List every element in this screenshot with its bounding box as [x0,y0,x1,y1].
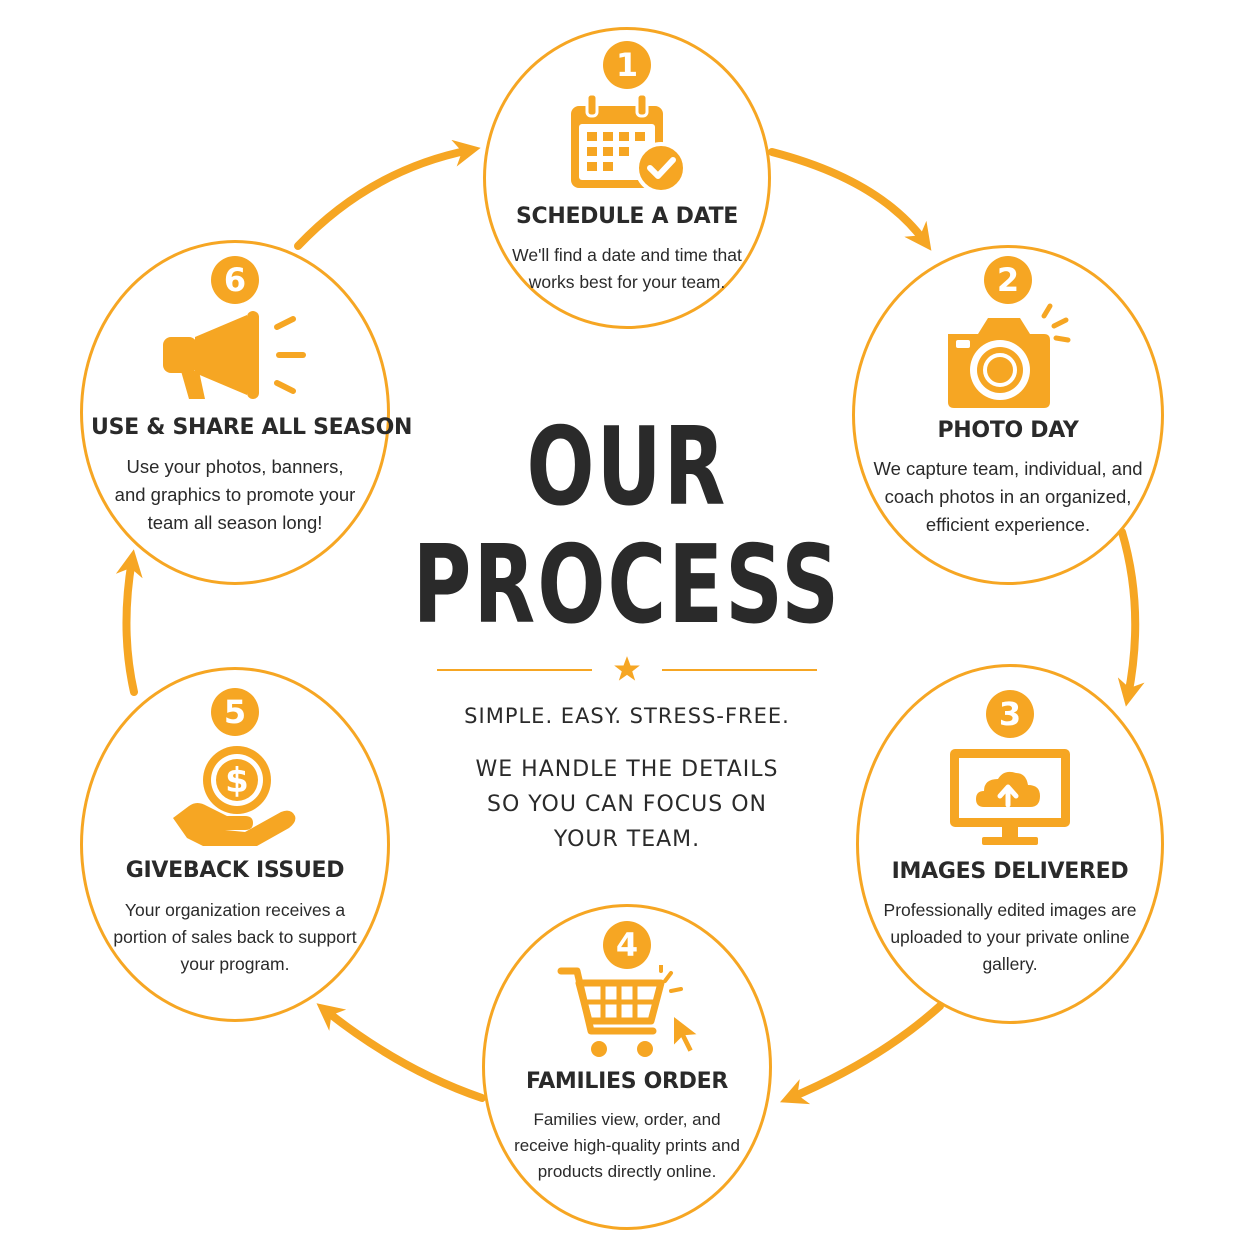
tagline: SIMPLE. EASY. STRESS-FREE. [464,704,790,728]
step-title: GIVEBACK ISSUED [125,858,345,883]
megaphone-icon [163,311,306,399]
camera-icon [948,303,1071,408]
step-title: FAMILIES ORDER [525,1069,729,1094]
title-divider [437,655,817,685]
step-description: We capture team, individual, and coach p… [873,458,1143,535]
svg-text:$: $ [225,761,249,801]
step-3-images-delivered: 3 IMAGES DELIVERED Professionally edited… [856,664,1164,1024]
step-title: IMAGES DELIVERED [891,859,1129,884]
divider-line-right [662,669,817,671]
step-5-giveback-issued: 5 $ GIVEBACK ISSUED Your organization re… [80,667,390,1022]
hand-coin-icon: $ [173,746,296,846]
arrow-6-to-1 [294,139,481,250]
shopping-cart-icon [557,965,702,1057]
step-6-use-and-share-all-season: 6 USE & SHARE ALL SEASON Use your photos… [80,240,413,585]
step-description: We'll find a date and time that works be… [512,245,742,292]
step-description: Professionally edited images are uploade… [883,900,1137,974]
step-description: Use your photos, banners, and graphics t… [114,456,356,533]
title-line-1: OUR [526,405,728,530]
subtagline: WE HANDLE THE DETAILS SO YOU CAN FOCUS O… [475,757,779,852]
step-number-badge: 3 [986,690,1034,738]
arrow-2-to-3 [1117,528,1145,707]
cloud-upload-monitor-icon [950,749,1070,845]
step-description: Your organization receives a portion of … [113,900,357,974]
arrow-4-to-5 [316,1003,486,1102]
divider-line-left [437,669,592,671]
step-1-schedule-a-date: 1 SCHEDULE A DATE We'll find a date and … [483,27,771,329]
star-icon [614,656,640,681]
arrow-3-to-4 [779,1002,944,1105]
title-line-2: PROCESS [412,523,842,648]
step-description: Families view, order, and receive high-q… [514,1110,740,1181]
step-number-badge: 6 [211,256,259,304]
step-2-photo-day: 2 PHOTO DAY We capture team, individual,… [852,245,1164,585]
step-title: SCHEDULE A DATE [515,204,739,229]
step-4-families-order: 4 FAMILIES ORDER Families view, order, a… [482,904,772,1230]
step-number-badge: 2 [984,256,1032,304]
step-number-badge: 1 [603,41,651,89]
step-title: USE & SHARE ALL SEASON [91,415,413,440]
calendar-check-icon [571,92,687,194]
step-number-badge: 5 [211,688,259,736]
arrow-1-to-2 [768,148,932,251]
step-number-badge: 4 [603,921,651,969]
step-title: PHOTO DAY [937,418,1079,443]
arrow-5-to-6 [115,549,143,696]
